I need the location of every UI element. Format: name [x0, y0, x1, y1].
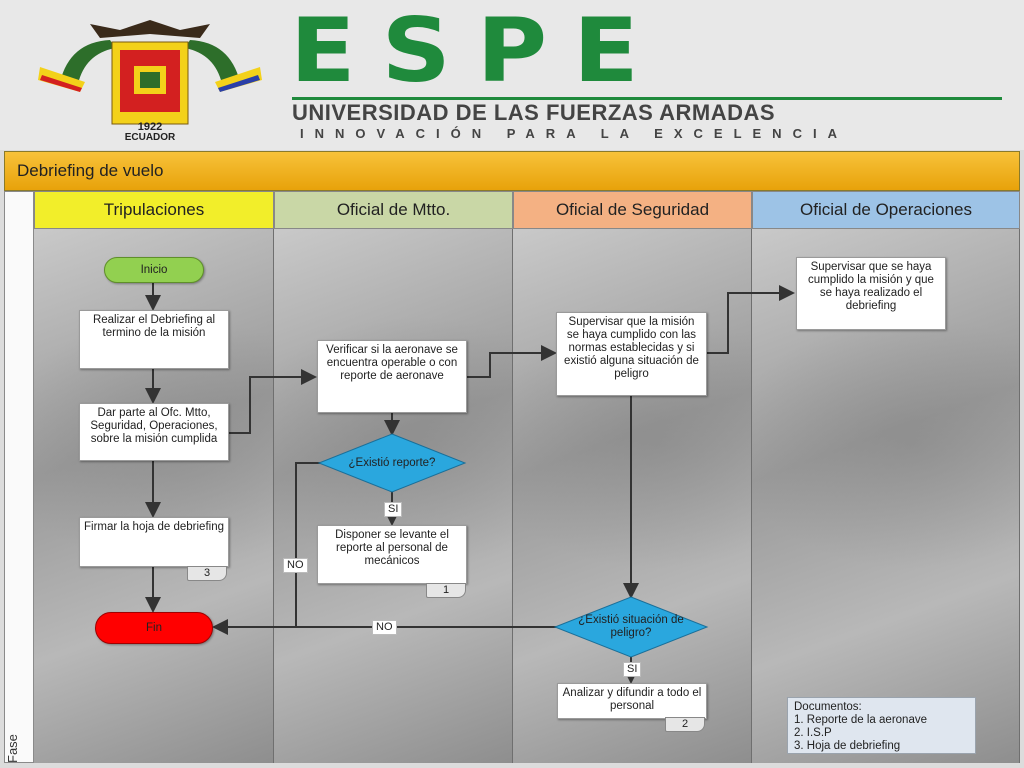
document-item-3: 3. Hoja de debriefing — [794, 740, 901, 752]
lane-header-operaciones: Oficial de Operaciones — [752, 191, 1020, 229]
lane-body-mtto — [274, 229, 513, 763]
documents-legend: Documentos: 1. Reporte de la aeronave 2.… — [787, 697, 976, 754]
decision-existio-peligro-label: ¿Existió situación de peligro? — [578, 614, 684, 639]
phase-label: Fase — [5, 734, 20, 763]
diagram-title: Debriefing de vuelo — [17, 161, 164, 180]
svg-text:ECUADOR: ECUADOR — [125, 132, 176, 142]
espe-logo-text: ESPE — [290, 0, 665, 103]
task-supervisar-seguridad: Supervisar que la misión se haya cumplid… — [556, 312, 707, 396]
university-tagline: INNOVACIÓN PARA LA EXCELENCIA — [300, 126, 848, 141]
task-verificar-aeronave: Verificar si la aeronave se encuentra op… — [317, 340, 467, 413]
phase-column — [4, 191, 34, 763]
decision-existio-reporte-label: ¿Existió reporte? — [348, 456, 436, 469]
header-banner: 1922 ECUADOR ESPE UNIVERSIDAD DE LAS FUE… — [0, 0, 1024, 150]
start-node-inicio: Inicio — [104, 257, 204, 283]
document-item-1: 1. Reporte de la aeronave — [794, 714, 927, 726]
task-dar-parte: Dar parte al Ofc. Mtto, Seguridad, Opera… — [79, 403, 229, 461]
lane-header-seguridad: Oficial de Seguridad — [513, 191, 752, 229]
task-disponer-reporte: Disponer se levante el reporte al person… — [317, 525, 467, 584]
university-name: UNIVERSIDAD DE LAS FUERZAS ARMADAS — [292, 100, 776, 125]
edge-label-no-peligro: NO — [372, 620, 397, 635]
task-realizar-debriefing: Realizar el Debriefing al termino de la … — [79, 310, 229, 369]
edge-label-no-reporte: NO — [283, 558, 308, 573]
task-firmar-hoja: Firmar la hoja de debriefing — [79, 517, 229, 567]
edge-label-si-peligro: SI — [623, 662, 642, 677]
document-item-2: 2. I.S.P — [794, 727, 832, 739]
svg-text:1922: 1922 — [138, 121, 162, 133]
diagram-title-bar: Debriefing de vuelo — [4, 151, 1020, 191]
task-analizar-difundir: Analizar y difundir a todo el personal — [557, 683, 707, 719]
document-ref-1: 1 — [426, 583, 466, 598]
lane-header-mtto: Oficial de Mtto. — [274, 191, 513, 229]
header-rule-top — [292, 97, 1002, 100]
document-ref-3: 3 — [187, 566, 227, 581]
edge-label-si-reporte: SI — [384, 502, 403, 517]
task-supervisar-operaciones: Supervisar que se haya cumplido la misió… — [796, 257, 946, 330]
ecuador-crest-logo: 1922 ECUADOR — [38, 20, 262, 142]
lane-header-tripulaciones: Tripulaciones — [34, 191, 274, 229]
end-node-fin: Fin — [95, 612, 213, 644]
document-ref-2: 2 — [665, 717, 705, 732]
documents-title: Documentos: — [794, 701, 862, 713]
